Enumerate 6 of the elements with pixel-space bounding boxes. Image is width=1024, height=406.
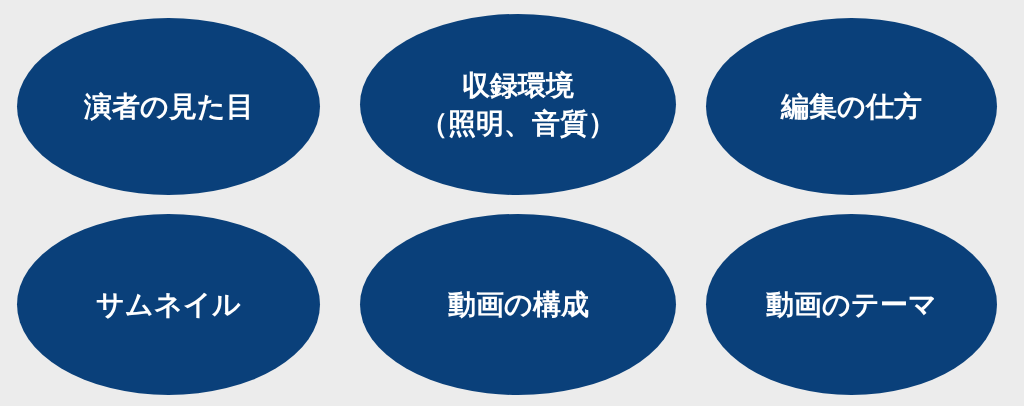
topic-label: 動画のテーマ	[766, 286, 937, 323]
topic-label: 動画の構成	[447, 286, 589, 323]
topic-label: 収録環境（照明、音質）	[419, 67, 617, 142]
topic-label: 編集の仕方	[781, 88, 922, 125]
topic-label: サムネイル	[96, 286, 241, 323]
topic-label: 演者の見た目	[83, 88, 254, 125]
